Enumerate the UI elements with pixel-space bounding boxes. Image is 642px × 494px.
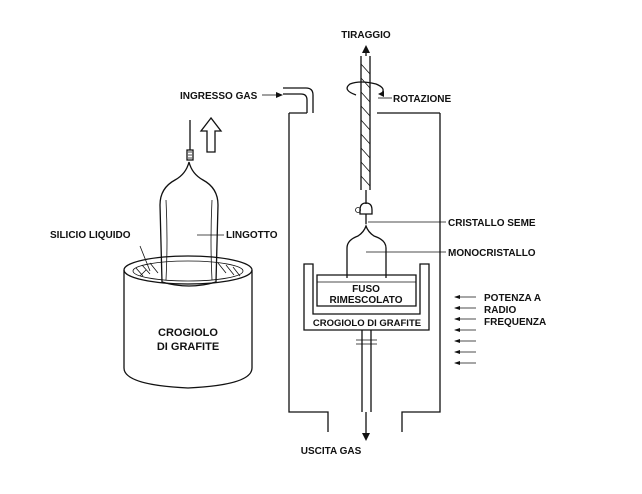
seed-screw — [355, 207, 361, 213]
liquid-silicon-hatch — [135, 262, 241, 277]
silicio-liquido-leader — [139, 245, 151, 272]
gas-inlet-arrow-icon — [276, 92, 283, 98]
rotazione-label: ROTAZIONE — [393, 94, 451, 105]
crogiolo-left-label-1: CROGIOLO — [158, 327, 218, 339]
monocristallo-label: MONOCRISTALLO — [448, 248, 536, 259]
lingotto-label: LINGOTTO — [226, 230, 278, 241]
fuso-label-2: RIMESCOLATO — [330, 295, 403, 306]
potenza-label-2: RADIO — [484, 305, 516, 316]
tiraggio-arrow-icon — [362, 45, 370, 53]
chamber-right-wall — [401, 113, 441, 432]
ingresso-gas-label: INGRESSO GAS — [180, 91, 258, 102]
pull-up-arrow-icon — [199, 116, 223, 153]
cristallo-seme-label: CRISTALLO SEME — [448, 218, 536, 229]
right-furnace-assembly: TIRAGGIO ROTAZIONE INGRESSO GAS CRISTALL… — [180, 30, 546, 457]
crogiolo-right-label: CROGIOLO DI GRAFITE — [313, 318, 421, 329]
seed-holder — [359, 202, 373, 215]
ingot — [159, 161, 219, 287]
silicio-liquido-label: SILICIO LIQUIDO — [50, 230, 131, 241]
fuso-label-1: FUSO — [352, 284, 380, 295]
chamber-left-wall — [288, 113, 329, 432]
gas-inlet-pipe — [283, 87, 314, 113]
crogiolo-left-label-2: DI GRAFITE — [157, 341, 219, 353]
tiraggio-label: TIRAGGIO — [341, 30, 391, 41]
potenza-label-1: POTENZA A — [484, 293, 541, 304]
melt-box — [316, 274, 417, 307]
wire-clamp — [186, 149, 194, 161]
left-crucible-body — [123, 270, 253, 389]
rotation-arrow-icon — [346, 81, 384, 96]
left-crucible-assembly: SILICIO LIQUIDO LINGOTTO CROGIOLO DI GRA… — [50, 116, 278, 389]
left-crucible-rim — [123, 255, 253, 285]
potenza-label-3: FREQUENZA — [484, 317, 546, 328]
monocrystal — [346, 223, 387, 278]
rf-power-arrows — [454, 295, 476, 299]
right-crucible-outer — [303, 263, 430, 331]
uscita-gas-label: USCITA GAS — [301, 446, 362, 457]
uscita-gas-arrow-icon — [362, 433, 370, 441]
rf-power-arrows-2 — [454, 306, 476, 365]
